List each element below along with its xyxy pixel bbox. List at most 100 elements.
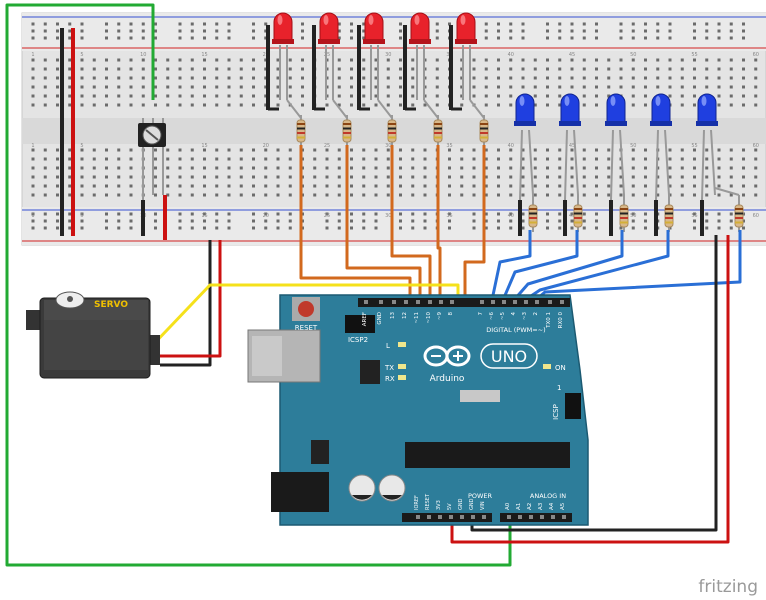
atmega-chip — [405, 442, 570, 468]
resistor — [664, 195, 674, 232]
digital-pin-label: ~11 — [414, 312, 420, 324]
analog-pin-label: A1 — [516, 503, 522, 510]
column-number: 15 — [201, 213, 207, 219]
column-number: 45 — [569, 143, 575, 149]
resistor — [619, 195, 629, 232]
column-number: 55 — [691, 213, 697, 219]
column-number: 15 — [201, 52, 207, 58]
power-pin-label: RESET — [425, 493, 431, 510]
digital-label: DIGITAL (PWM=~) — [486, 326, 545, 334]
resistor — [573, 195, 583, 232]
resistor — [423, 99, 443, 148]
resistor — [377, 99, 397, 148]
red-led — [403, 12, 443, 148]
red-led — [312, 12, 352, 148]
servo-motor: SERVO — [26, 291, 160, 379]
column-number: 30 — [385, 213, 391, 219]
blue-led — [514, 93, 538, 236]
digital-pin-label: 8 — [448, 312, 454, 316]
breadboard-column-numbers: 1115551010101515152020202525253030303535… — [31, 52, 759, 219]
analog-pin-label: A3 — [538, 502, 544, 510]
column-number: 55 — [691, 52, 697, 58]
column-number: 35 — [446, 213, 452, 219]
icsp2-label: ICSP2 — [348, 336, 368, 344]
column-number: 60 — [753, 52, 759, 58]
uno-badge — [480, 343, 538, 369]
column-number: 20 — [263, 52, 269, 58]
breadboard-jumpers — [60, 28, 167, 240]
blue-led — [650, 93, 674, 236]
column-number: 30 — [385, 143, 391, 149]
digital-pin-label: ~9 — [437, 312, 443, 321]
column-number: 50 — [630, 143, 636, 149]
power-pin-label: IOREF — [414, 495, 420, 510]
power-pin-label: GND — [469, 498, 475, 510]
column-number: 15 — [201, 143, 207, 149]
red-led — [357, 12, 397, 148]
power-pin-label: VIN — [480, 501, 486, 510]
digital-pin-label: 4 — [511, 312, 517, 316]
column-number: 25 — [324, 143, 330, 149]
fritzing-watermark: fritzing — [698, 577, 758, 597]
rx-label: RX — [385, 375, 395, 383]
power-header — [402, 513, 492, 522]
analog-label: ANALOG IN — [530, 492, 566, 500]
arduino-logo — [423, 345, 471, 367]
digital-pin-label: GND — [377, 312, 383, 325]
column-number: 50 — [630, 213, 636, 219]
column-number: 20 — [263, 213, 269, 219]
column-number: 5 — [80, 52, 83, 58]
digital-pin-label: 2 — [533, 312, 539, 316]
breadboard: 1115551010101515152020202525253030303535… — [21, 12, 766, 246]
red-led — [449, 12, 489, 148]
column-number: 1 — [31, 143, 34, 149]
power-pin-label: GND — [458, 498, 464, 510]
digital-pin-label: ~6 — [489, 312, 495, 321]
digital-pin-label: ~3 — [522, 312, 528, 321]
digital-pin-label: RX0 0 — [558, 312, 564, 329]
digital-pin-label: TX0 1 — [546, 312, 552, 329]
blue-led-group — [514, 93, 744, 236]
digital-pin-label: 7 — [478, 312, 484, 316]
power-pin-label: 5V — [447, 503, 453, 510]
column-number: 30 — [385, 52, 391, 58]
resistor — [469, 99, 489, 148]
column-number: 40 — [508, 213, 514, 219]
potentiometer — [138, 118, 166, 200]
power-label: POWER — [468, 492, 493, 500]
servo-label: SERVO — [94, 300, 128, 310]
power-jack — [271, 472, 329, 512]
resistor — [286, 99, 306, 148]
l-label: L — [386, 342, 390, 350]
resistor — [332, 99, 352, 148]
blue-led — [696, 93, 744, 236]
column-number: 1 — [31, 52, 34, 58]
uno-label: UNO — [491, 347, 527, 366]
column-number: 1 — [31, 213, 34, 219]
servo-wires — [146, 240, 460, 367]
black-ground-wire — [470, 235, 718, 532]
reset-label: RESET — [295, 324, 318, 332]
column-number: 25 — [324, 213, 330, 219]
green-wire — [5, 3, 512, 567]
blue-led — [559, 93, 583, 236]
digital-pin-label: AREF — [362, 312, 368, 326]
column-number: 50 — [630, 52, 636, 58]
resistor — [528, 195, 538, 232]
digital-pin-label: 13 — [390, 312, 396, 319]
tx-label: TX — [384, 364, 394, 372]
digital-pin-label: ~10 — [426, 312, 432, 324]
analog-pin-label: A2 — [527, 503, 533, 510]
analog-pin-label: A4 — [549, 502, 555, 510]
column-number: 40 — [508, 52, 514, 58]
column-number: 45 — [569, 52, 575, 58]
icsp-label: ICSP — [552, 404, 560, 420]
column-number: 60 — [753, 213, 759, 219]
analog-pin-label: A5 — [560, 502, 566, 510]
column-number: 55 — [691, 143, 697, 149]
icsp-header — [565, 393, 581, 419]
